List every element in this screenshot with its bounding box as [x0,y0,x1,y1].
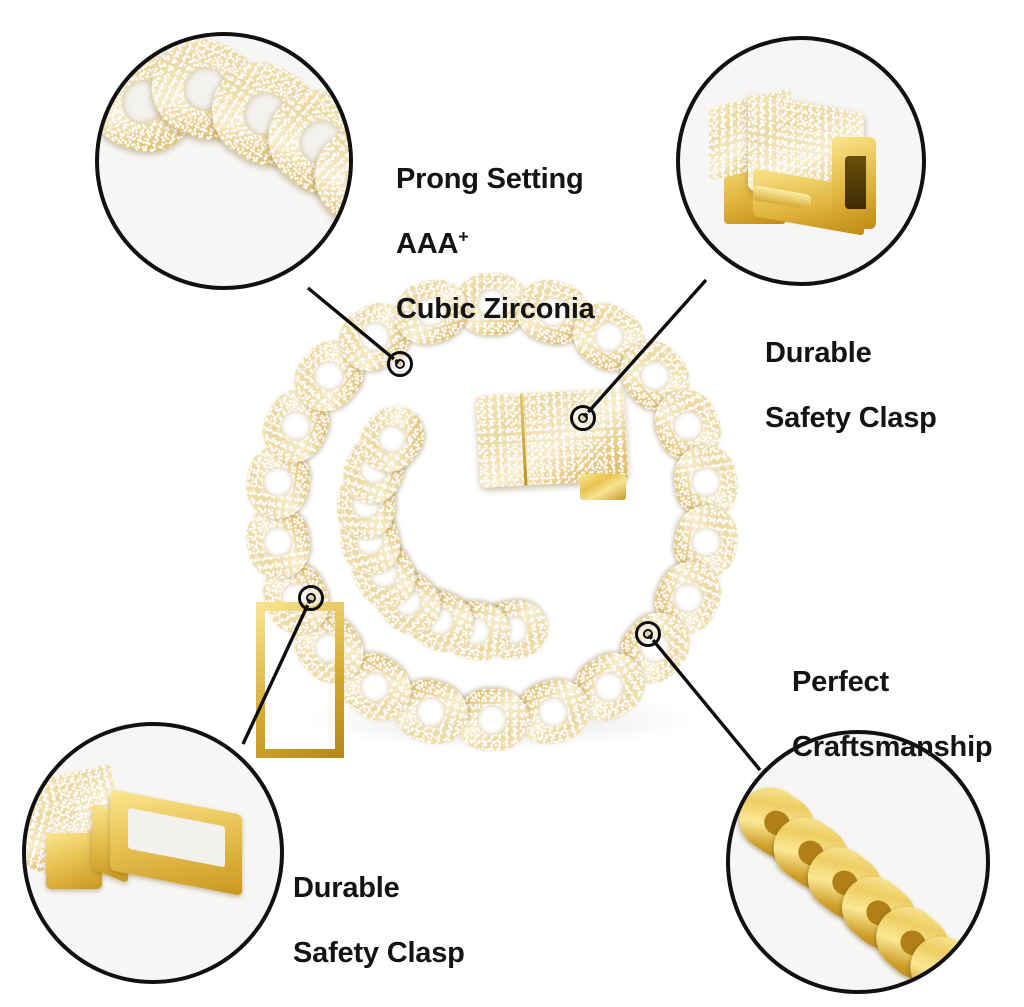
target-dot-perfect-craftsmanship [635,621,661,647]
label-safety-clasp-bottom: Durable Safety Clasp [293,840,465,1002]
label-prong-setting: Prong Setting AAA+ Cubic Zirconia [396,131,595,358]
label-perfect-craftsmanship-line2: Craftsmanship [792,731,993,764]
callout-circle-perfect-craftsmanship [726,730,990,994]
label-perfect-craftsmanship: Perfect Craftsmanship [792,634,993,796]
target-dot-safety-clasp-bottom [298,585,324,611]
label-safety-clasp-top: Durable Safety Clasp [765,305,937,467]
bracelet-box-clasp [475,388,629,488]
callout-circle-prong-setting [95,32,353,290]
bracelet-clasp-catch [580,474,626,500]
callout-circle-safety-clasp-bottom [22,722,284,984]
label-prong-setting-line1: Prong Setting [396,163,584,196]
label-safety-clasp-top-line2: Safety Clasp [765,402,937,435]
label-prong-setting-line2-base: AAA [396,228,459,261]
label-safety-clasp-bottom-line1: Durable [293,872,400,905]
target-dot-safety-clasp-top [570,405,596,431]
label-safety-clasp-top-line1: Durable [765,337,872,370]
target-dot-prong-setting [387,351,413,377]
label-prong-setting-line3: Cubic Zirconia [396,293,595,326]
label-prong-setting-line2: AAA+ [396,226,595,261]
label-safety-clasp-bottom-line2: Safety Clasp [293,937,465,970]
label-prong-setting-superscript: + [458,226,469,247]
label-perfect-craftsmanship-line1: Perfect [792,666,889,699]
callout-circle-safety-clasp-top [676,36,926,286]
bracelet-clasp-tongue [256,602,344,758]
